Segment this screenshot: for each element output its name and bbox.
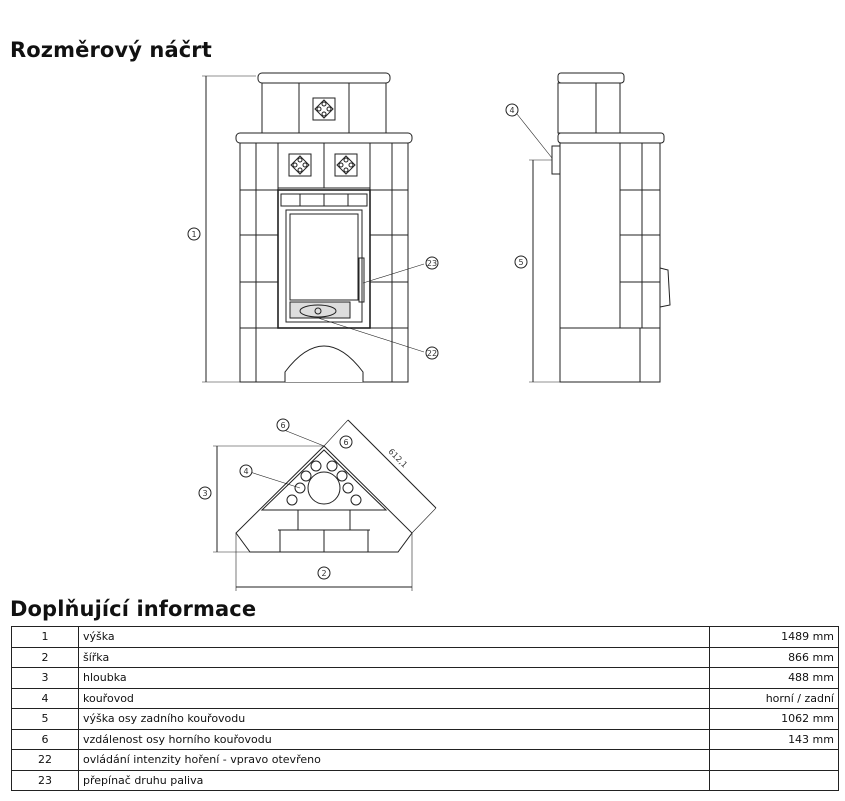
row-label: hloubka xyxy=(78,667,710,689)
callout-22-label: 22 xyxy=(427,349,437,358)
row-number: 4 xyxy=(11,687,79,709)
row-value: 1489 mm xyxy=(709,626,839,648)
row-value: 1062 mm xyxy=(709,708,839,730)
row-label: přepínač druhu paliva xyxy=(78,769,710,791)
row-value: 488 mm xyxy=(709,667,839,689)
row-value: 866 mm xyxy=(709,646,839,668)
sketch-section-title: Rozměrový náčrt xyxy=(10,38,212,62)
diagonal-dimension-label: 612,1 xyxy=(386,447,409,470)
row-number: 2 xyxy=(11,646,79,668)
row-label: šířka xyxy=(78,646,710,668)
row-value: 143 mm xyxy=(709,728,839,750)
row-label: vzdálenost osy horního kouřovodu xyxy=(78,728,710,750)
row-value xyxy=(709,769,839,791)
row-number: 23 xyxy=(11,769,79,791)
top-view xyxy=(198,418,437,591)
dimension-drawing: 1 23 22 5 4 3 2 6 6 612,1 4 xyxy=(0,60,845,600)
row-number: 1 xyxy=(11,626,79,648)
callout-3-label: 3 xyxy=(202,489,207,498)
row-label: výška osy zadního kouřovodu xyxy=(78,708,710,730)
callout-4-label: 4 xyxy=(509,106,514,115)
callout-1-label: 1 xyxy=(191,230,196,239)
callout-6b-label: 6 xyxy=(343,438,348,447)
row-label: výška xyxy=(78,626,710,648)
row-value xyxy=(709,749,839,771)
row-label: ovládání intenzity hoření - vpravo otevř… xyxy=(78,749,710,771)
info-section-title: Doplňující informace xyxy=(10,597,257,621)
callout-6-label: 6 xyxy=(280,421,285,430)
row-number: 3 xyxy=(11,667,79,689)
row-number: 5 xyxy=(11,708,79,730)
callout-23-label: 23 xyxy=(427,259,437,268)
row-label: kouřovod xyxy=(78,687,710,709)
side-view xyxy=(505,72,671,383)
row-value: horní / zadní xyxy=(709,687,839,709)
callout-2-label: 2 xyxy=(321,569,326,578)
callout-5-label: 5 xyxy=(518,258,523,267)
row-number: 6 xyxy=(11,728,79,750)
row-number: 22 xyxy=(11,749,79,771)
front-view xyxy=(187,72,439,383)
callout-4b-label: 4 xyxy=(243,467,248,476)
